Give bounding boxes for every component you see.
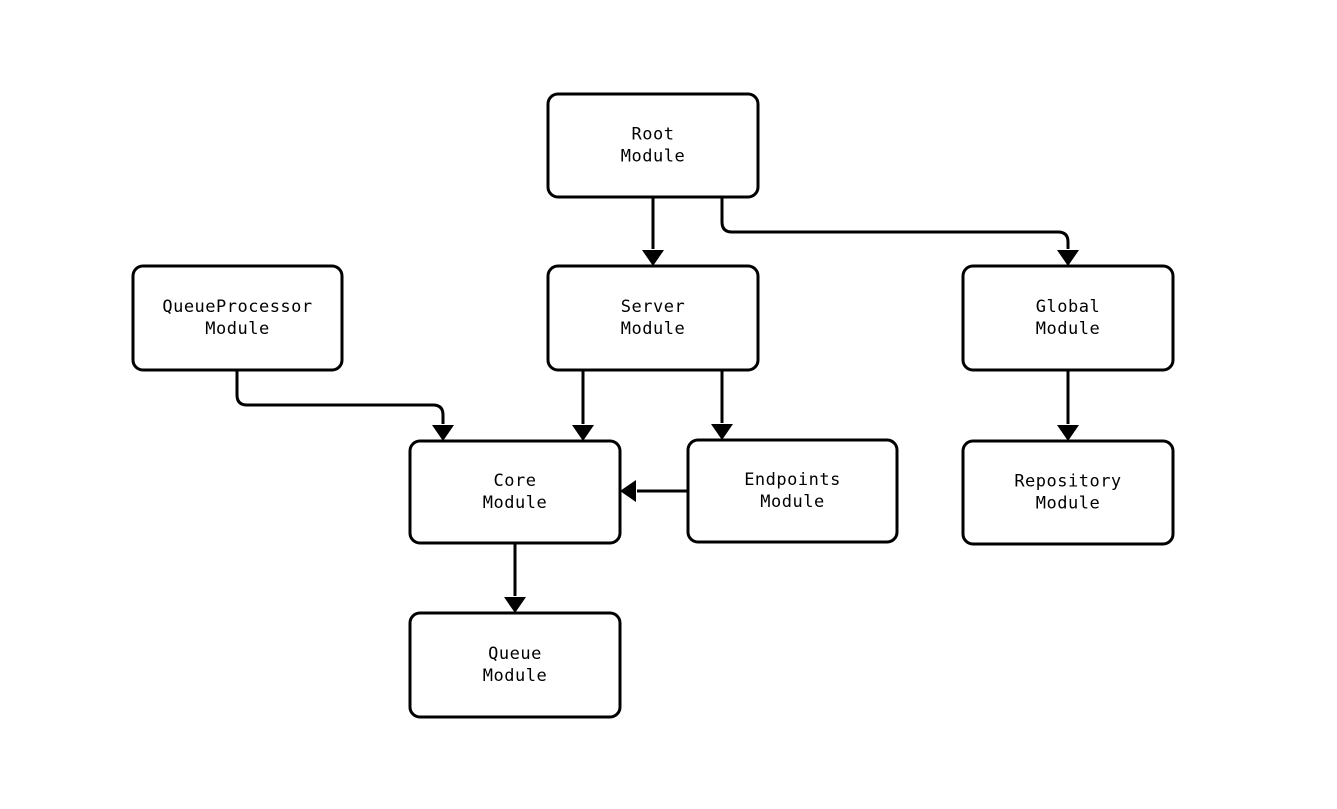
node-queueprocessor-module[interactable]: QueueProcessor Module <box>131 264 344 372</box>
arrowhead-endpoints-to-core <box>620 480 636 502</box>
edge-layer <box>235 197 1070 596</box>
node-server-module-label-line2: Module <box>621 319 685 339</box>
arrowhead-core-to-queue <box>504 597 526 613</box>
edge-queueprocessor-to-core <box>235 370 445 424</box>
node-root-module[interactable]: Root Module <box>546 92 760 199</box>
node-repository-module[interactable]: Repository Module <box>961 439 1175 546</box>
node-queueprocessor-module-label-line1: QueueProcessor <box>162 297 312 317</box>
node-server-module-box[interactable] <box>546 264 760 372</box>
node-root-module-label-line1: Root <box>632 125 675 145</box>
node-server-module-label-line1: Server <box>621 297 685 317</box>
node-root-module-box[interactable] <box>546 92 760 199</box>
node-endpoints-module-box[interactable] <box>686 438 899 544</box>
node-global-module-label-line2: Module <box>1036 319 1100 339</box>
node-endpoints-module-label-line2: Module <box>760 492 824 512</box>
node-endpoints-module-label-line1: Endpoints <box>744 470 841 490</box>
node-layer: Root Module QueueProcessor Module Server… <box>131 92 1175 719</box>
node-core-module-box[interactable] <box>408 439 622 545</box>
node-root-module-label-line2: Module <box>621 147 685 167</box>
node-core-module-label-line2: Module <box>483 493 547 513</box>
node-queue-module-label-line1: Queue <box>488 644 542 664</box>
node-core-module[interactable]: Core Module <box>408 439 622 545</box>
arrowhead-root-to-server <box>642 250 664 266</box>
arrowhead-layer <box>432 250 1079 613</box>
arrowhead-server-to-core <box>572 425 594 441</box>
node-queueprocessor-module-box[interactable] <box>131 264 344 372</box>
node-global-module-label-line1: Global <box>1036 297 1100 317</box>
node-queue-module-label-line2: Module <box>483 666 547 686</box>
node-repository-module-box[interactable] <box>961 439 1175 546</box>
node-endpoints-module[interactable]: Endpoints Module <box>686 438 899 544</box>
node-queue-module[interactable]: Queue Module <box>408 611 622 719</box>
node-global-module-box[interactable] <box>961 264 1175 372</box>
arrowhead-server-to-endpoints <box>711 424 733 440</box>
node-repository-module-label-line2: Module <box>1036 494 1100 514</box>
arrowhead-queueprocessor-to-core <box>432 425 454 441</box>
node-server-module[interactable]: Server Module <box>546 264 760 372</box>
node-queue-module-box[interactable] <box>408 611 622 719</box>
node-global-module[interactable]: Global Module <box>961 264 1175 372</box>
node-repository-module-label-line1: Repository <box>1014 472 1121 492</box>
edge-root-to-global <box>720 197 1070 249</box>
node-queueprocessor-module-label-line2: Module <box>205 319 269 339</box>
arrowhead-root-to-global <box>1057 250 1079 266</box>
node-core-module-label-line1: Core <box>494 471 537 491</box>
arrowhead-global-to-repository <box>1057 425 1079 441</box>
